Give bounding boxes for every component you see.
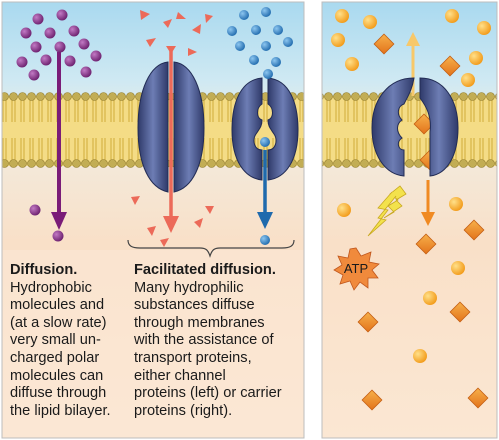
- lipid-bilayer-right: [322, 92, 497, 168]
- diffusion-arrow-icon: [51, 52, 67, 230]
- channel-arrow-icon: [163, 50, 179, 233]
- carrier-arrow-icon: [257, 150, 273, 229]
- orange-balls: [331, 9, 491, 363]
- purple-molecules: [16, 9, 102, 242]
- pump-protein-icon: [371, 77, 459, 177]
- atp-burst-icon: ATP: [333, 247, 380, 291]
- outflow-arrow-icon: [406, 32, 420, 96]
- diffusion-title: Diffusion.: [10, 262, 78, 278]
- facilitated-caption: Facilitated diffusion. Many hydrophilic …: [134, 262, 294, 420]
- diffusion-text: Hydrophobic molecules and (at a slow rat…: [10, 279, 111, 419]
- red-triangles: [131, 10, 214, 247]
- facilitated-title: Facilitated diffusion.: [134, 262, 276, 278]
- carrier-protein-icon: [231, 77, 299, 181]
- orange-squares: [357, 33, 489, 411]
- blue-molecules: [227, 7, 293, 245]
- channel-protein-icon: [137, 61, 205, 193]
- facilitated-bracket: [127, 239, 295, 258]
- inflow-arrow-icon: [421, 180, 435, 226]
- atp-label: ATP: [344, 261, 368, 276]
- diffusion-caption: Diffusion. Hydrophobic molecules and (at…: [10, 262, 130, 420]
- facilitated-text: Many hydrophilic substances diffuse thro…: [134, 279, 282, 419]
